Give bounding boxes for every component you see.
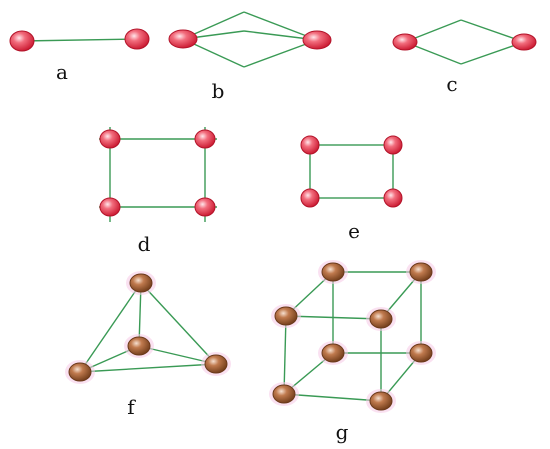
panel-label-e: e [348, 219, 360, 243]
atom [300, 135, 320, 155]
atom [321, 343, 345, 363]
atoms-g [269, 260, 436, 413]
atom [369, 309, 393, 329]
atom [129, 273, 153, 293]
atom [168, 29, 198, 49]
panel-label-a: a [56, 60, 68, 84]
panel-e: e [300, 135, 403, 243]
panel-g: g [269, 260, 436, 444]
atoms-b [168, 29, 332, 50]
atom [68, 362, 92, 382]
panel-label-c: c [446, 72, 457, 96]
atom [272, 384, 296, 404]
atom [194, 197, 216, 217]
atom [274, 306, 298, 326]
atom [300, 188, 320, 208]
atoms-a [9, 28, 150, 52]
panel-c: c [392, 19, 537, 96]
atom [369, 391, 393, 411]
atoms-d [99, 129, 216, 217]
atom [409, 262, 433, 282]
bonds-g [283, 271, 422, 402]
atom [409, 343, 433, 363]
atoms-f [65, 271, 231, 384]
atom [99, 129, 121, 149]
atoms-e [300, 135, 403, 208]
atom [511, 33, 537, 51]
panel-label-f: f [127, 395, 136, 419]
panel-label-g: g [336, 420, 349, 444]
panel-d: d [99, 127, 217, 256]
panel-label-b: b [212, 79, 225, 103]
bonds-a [21, 38, 138, 42]
atom [383, 188, 403, 208]
panel-f: f [65, 271, 231, 419]
atom [383, 135, 403, 155]
atom [99, 197, 121, 217]
panel-b: b [168, 11, 332, 103]
atom [204, 354, 228, 374]
atom [194, 129, 216, 149]
atom [9, 30, 35, 52]
atom [302, 30, 332, 50]
panel-label-d: d [138, 232, 151, 256]
atom [124, 28, 150, 50]
panel-a: a [9, 28, 150, 84]
atom [321, 262, 345, 282]
bonds-f [79, 282, 217, 373]
bonds-c [404, 19, 525, 65]
atoms-c [392, 33, 537, 51]
atom [127, 336, 151, 356]
bonds-e [309, 144, 394, 199]
atom [392, 33, 418, 51]
bonds-b [182, 11, 318, 68]
